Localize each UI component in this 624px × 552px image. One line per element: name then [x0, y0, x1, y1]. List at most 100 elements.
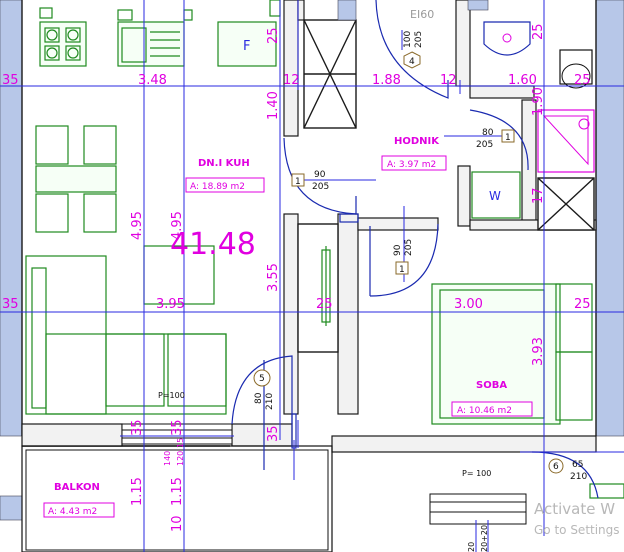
- toilet: [559, 49, 593, 85]
- dim-35-low-a: 35: [130, 419, 145, 436]
- door-bedroom-window-width: 65: [572, 460, 583, 470]
- door-balcony-height: 210: [265, 393, 275, 410]
- dim-115-a: 1.15: [130, 477, 145, 506]
- wall-bedroom-top-right: [469, 219, 597, 231]
- dim-188: 1.88: [372, 73, 401, 88]
- wall-bath-left: [455, 0, 471, 87]
- dim-160: 1.60: [508, 73, 537, 88]
- watermark-line2: Go to Settings: [534, 523, 620, 537]
- nightstand: [555, 283, 593, 353]
- dim-20-small: 20: [467, 542, 476, 552]
- bedroom-bottom-wall: [331, 435, 597, 453]
- dim-25-mid-right: 25: [574, 297, 591, 312]
- dim-12-b: 12: [440, 73, 457, 88]
- chair: [35, 125, 69, 165]
- kitchen-balcony-wall-right: [231, 423, 293, 447]
- chair: [35, 193, 69, 233]
- dim-120-small: 120: [176, 451, 185, 466]
- stove: [39, 21, 87, 67]
- bedroom-name: SOBA: [476, 380, 507, 391]
- watermark-line1: Activate W: [534, 500, 615, 518]
- dim-17: 17: [531, 187, 546, 204]
- dim-25-top-far: 25: [531, 23, 546, 40]
- hall-cabinet: [297, 223, 339, 353]
- door-entry-height: 205: [414, 31, 424, 48]
- dim-12-a: 12: [283, 73, 300, 88]
- chair: [83, 193, 117, 233]
- bedroom-area: A: 10.46 m2: [457, 406, 512, 416]
- hall-area: A: 3.97 m2: [387, 160, 436, 170]
- dim-35-mid-left: 35: [2, 297, 19, 312]
- chair: [83, 125, 117, 165]
- door-bath-tag: 1: [505, 133, 511, 143]
- dim-25-top-right: 25: [574, 73, 591, 88]
- door-bedroom-tag: 1: [399, 265, 405, 275]
- sofa: [25, 255, 107, 415]
- door-bath-width: 80: [482, 128, 494, 138]
- dim-20-20: 20+20: [480, 525, 489, 552]
- wall-washer-left: [457, 165, 471, 227]
- door-bath-height: 205: [476, 140, 493, 150]
- dim-140-small: 140: [163, 451, 172, 466]
- fire-door-label: EI60: [410, 8, 434, 21]
- door-bedroom-height: 205: [404, 239, 414, 256]
- wall-hall-left: [283, 0, 299, 137]
- window-living: [121, 423, 233, 445]
- window-living-label: P=100: [158, 391, 185, 400]
- door-entry-width: 100: [403, 31, 413, 48]
- hall-name: HODNIK: [394, 136, 440, 147]
- door-bedroom-window-tag: 6: [553, 462, 559, 472]
- dim-300: 3.00: [454, 297, 483, 312]
- window-bedroom: [429, 493, 527, 525]
- wall-hall-lower-left: [283, 213, 299, 415]
- washer-label: W: [489, 189, 501, 203]
- nightstand: [555, 351, 593, 421]
- wall-hall-lower-right: [337, 213, 359, 415]
- kitchen-sink: [117, 21, 185, 67]
- dim-35-low-b: 35: [170, 419, 185, 436]
- door-balcony-arc: [231, 355, 293, 425]
- dim-35-left: 35: [2, 73, 19, 88]
- dim-495-a: 4.95: [130, 211, 145, 240]
- door-balcony-tag: 5: [259, 374, 265, 384]
- door-bedroom-window-height: 210: [570, 472, 587, 482]
- balcony-name: BALKON: [54, 482, 100, 493]
- dim-355: 3.55: [266, 263, 281, 292]
- door-kitchen-height: 205: [312, 182, 329, 192]
- dim-115-b: 1.15: [170, 477, 185, 506]
- fridge: [217, 21, 277, 67]
- door-bedroom-width: 90: [393, 244, 403, 256]
- left-lower-wall: [0, 495, 23, 521]
- wall-bath-right: [521, 99, 537, 227]
- dining-table: [35, 165, 117, 193]
- door-balcony-width: 80: [254, 392, 264, 404]
- wall-stair-top: [297, 0, 305, 21]
- window-bedroom-label: P= 100: [462, 469, 491, 478]
- bed: [431, 283, 561, 425]
- kitchen-area: A: 18.89 m2: [190, 182, 245, 192]
- total-area: 41.48: [170, 227, 256, 262]
- dim-348: 3.48: [138, 73, 167, 88]
- door-bedroom-window-arc: [531, 451, 599, 499]
- dim-393: 3.93: [531, 337, 546, 366]
- kitchen-name: DN.I KUH: [198, 158, 250, 169]
- shower: [537, 109, 595, 173]
- fridge-label: F: [243, 39, 250, 54]
- kitchen-balcony-wall-left: [21, 423, 123, 447]
- dim-25-top-mid: 25: [266, 27, 281, 44]
- door-kitchen-width: 90: [314, 170, 326, 180]
- dim-15-small: 15: [176, 438, 185, 448]
- balcony-area: A: 4.43 m2: [48, 507, 97, 517]
- door-kitchen-tag: 1: [295, 177, 301, 187]
- right-outer-wall: [595, 0, 624, 437]
- dim-10: 10: [170, 515, 185, 532]
- dim-140: 1.40: [266, 91, 281, 120]
- dim-35-low-c: 35: [266, 425, 281, 442]
- dim-395: 3.95: [156, 297, 185, 312]
- balcony-outline: [21, 445, 333, 552]
- balcony-inner: [25, 449, 329, 551]
- dim-25-mid: 25: [316, 297, 333, 312]
- left-outer-wall: [0, 0, 23, 437]
- door-bedroom-arc: [369, 223, 439, 297]
